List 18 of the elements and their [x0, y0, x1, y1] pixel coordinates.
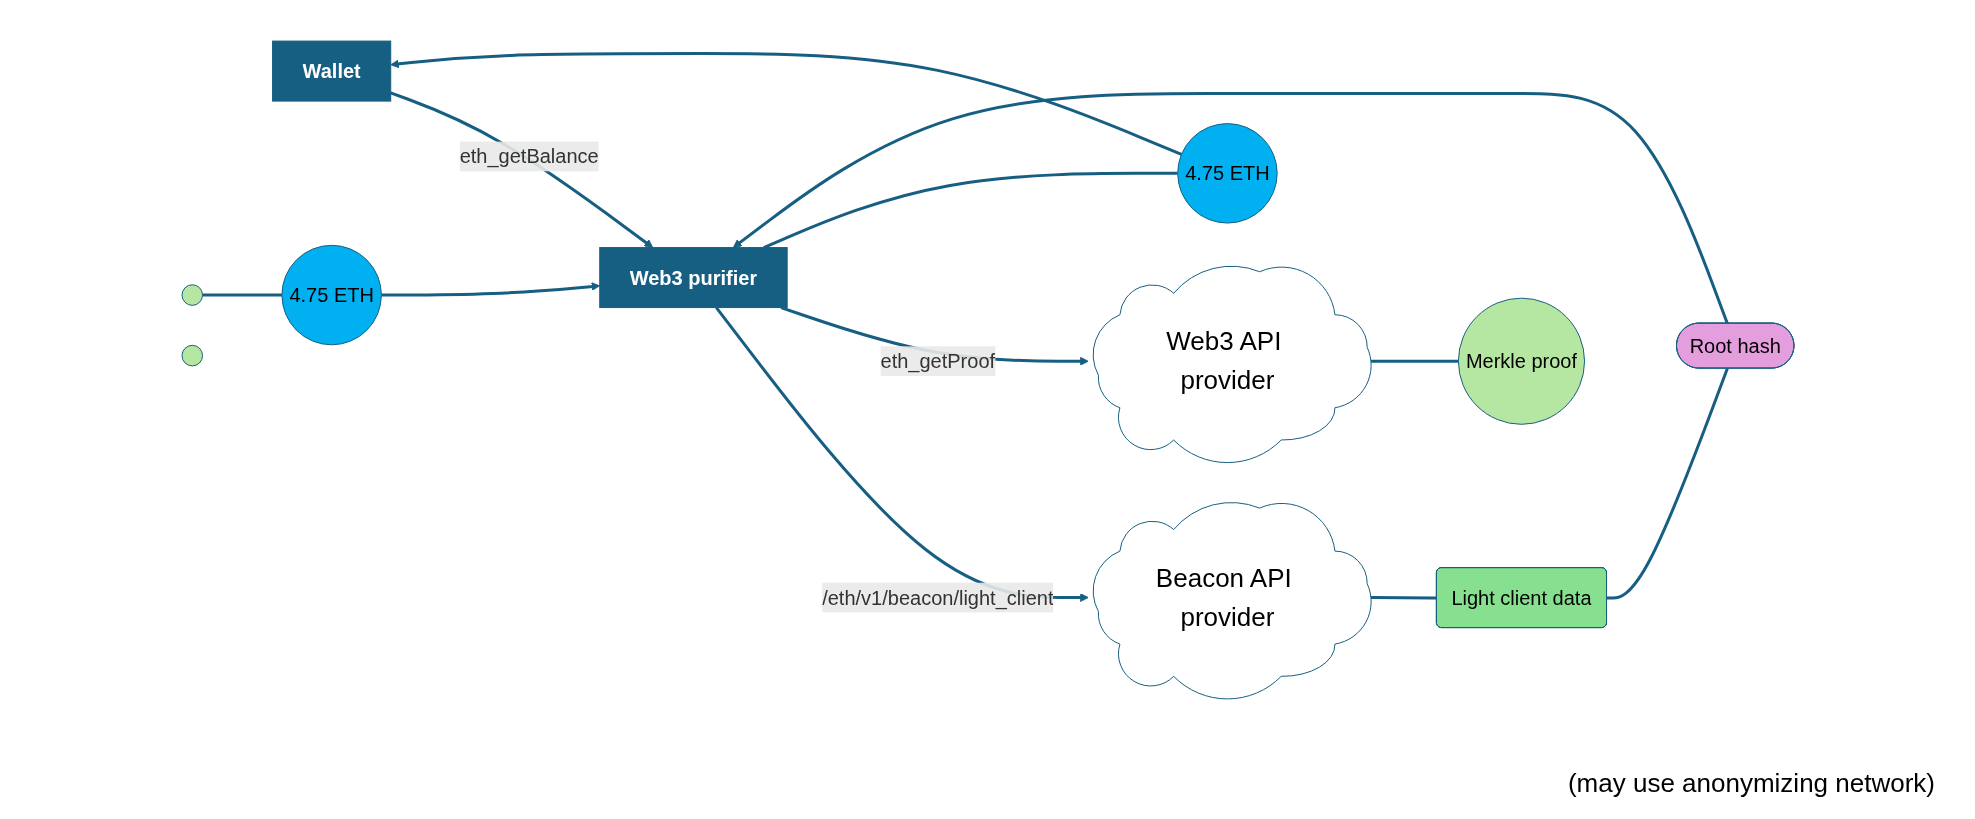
node-circle: 4.75 ETH — [280, 244, 382, 346]
arrow — [389, 91, 653, 248]
arrow — [389, 52, 1182, 156]
connector — [762, 171, 1178, 249]
note-text: (may use anonymizing network) — [1567, 768, 1935, 799]
node-circle: 4.75 ETH — [1176, 123, 1278, 224]
node-box: Wallet — [271, 40, 391, 102]
node-box: Web3 purifier — [598, 247, 788, 309]
connector — [1606, 368, 1729, 600]
arrow — [380, 282, 600, 297]
edge-label: eth_getProof — [880, 350, 995, 373]
arrow — [732, 92, 1729, 325]
connector — [202, 293, 282, 297]
node-circle — [181, 284, 203, 306]
node-circle: Merkle proof — [1457, 297, 1585, 425]
edge-label: /eth/v1/beacon/light_client — [821, 586, 1053, 609]
node-circle — [181, 344, 203, 367]
edge-label: eth_getBalance — [459, 145, 599, 168]
